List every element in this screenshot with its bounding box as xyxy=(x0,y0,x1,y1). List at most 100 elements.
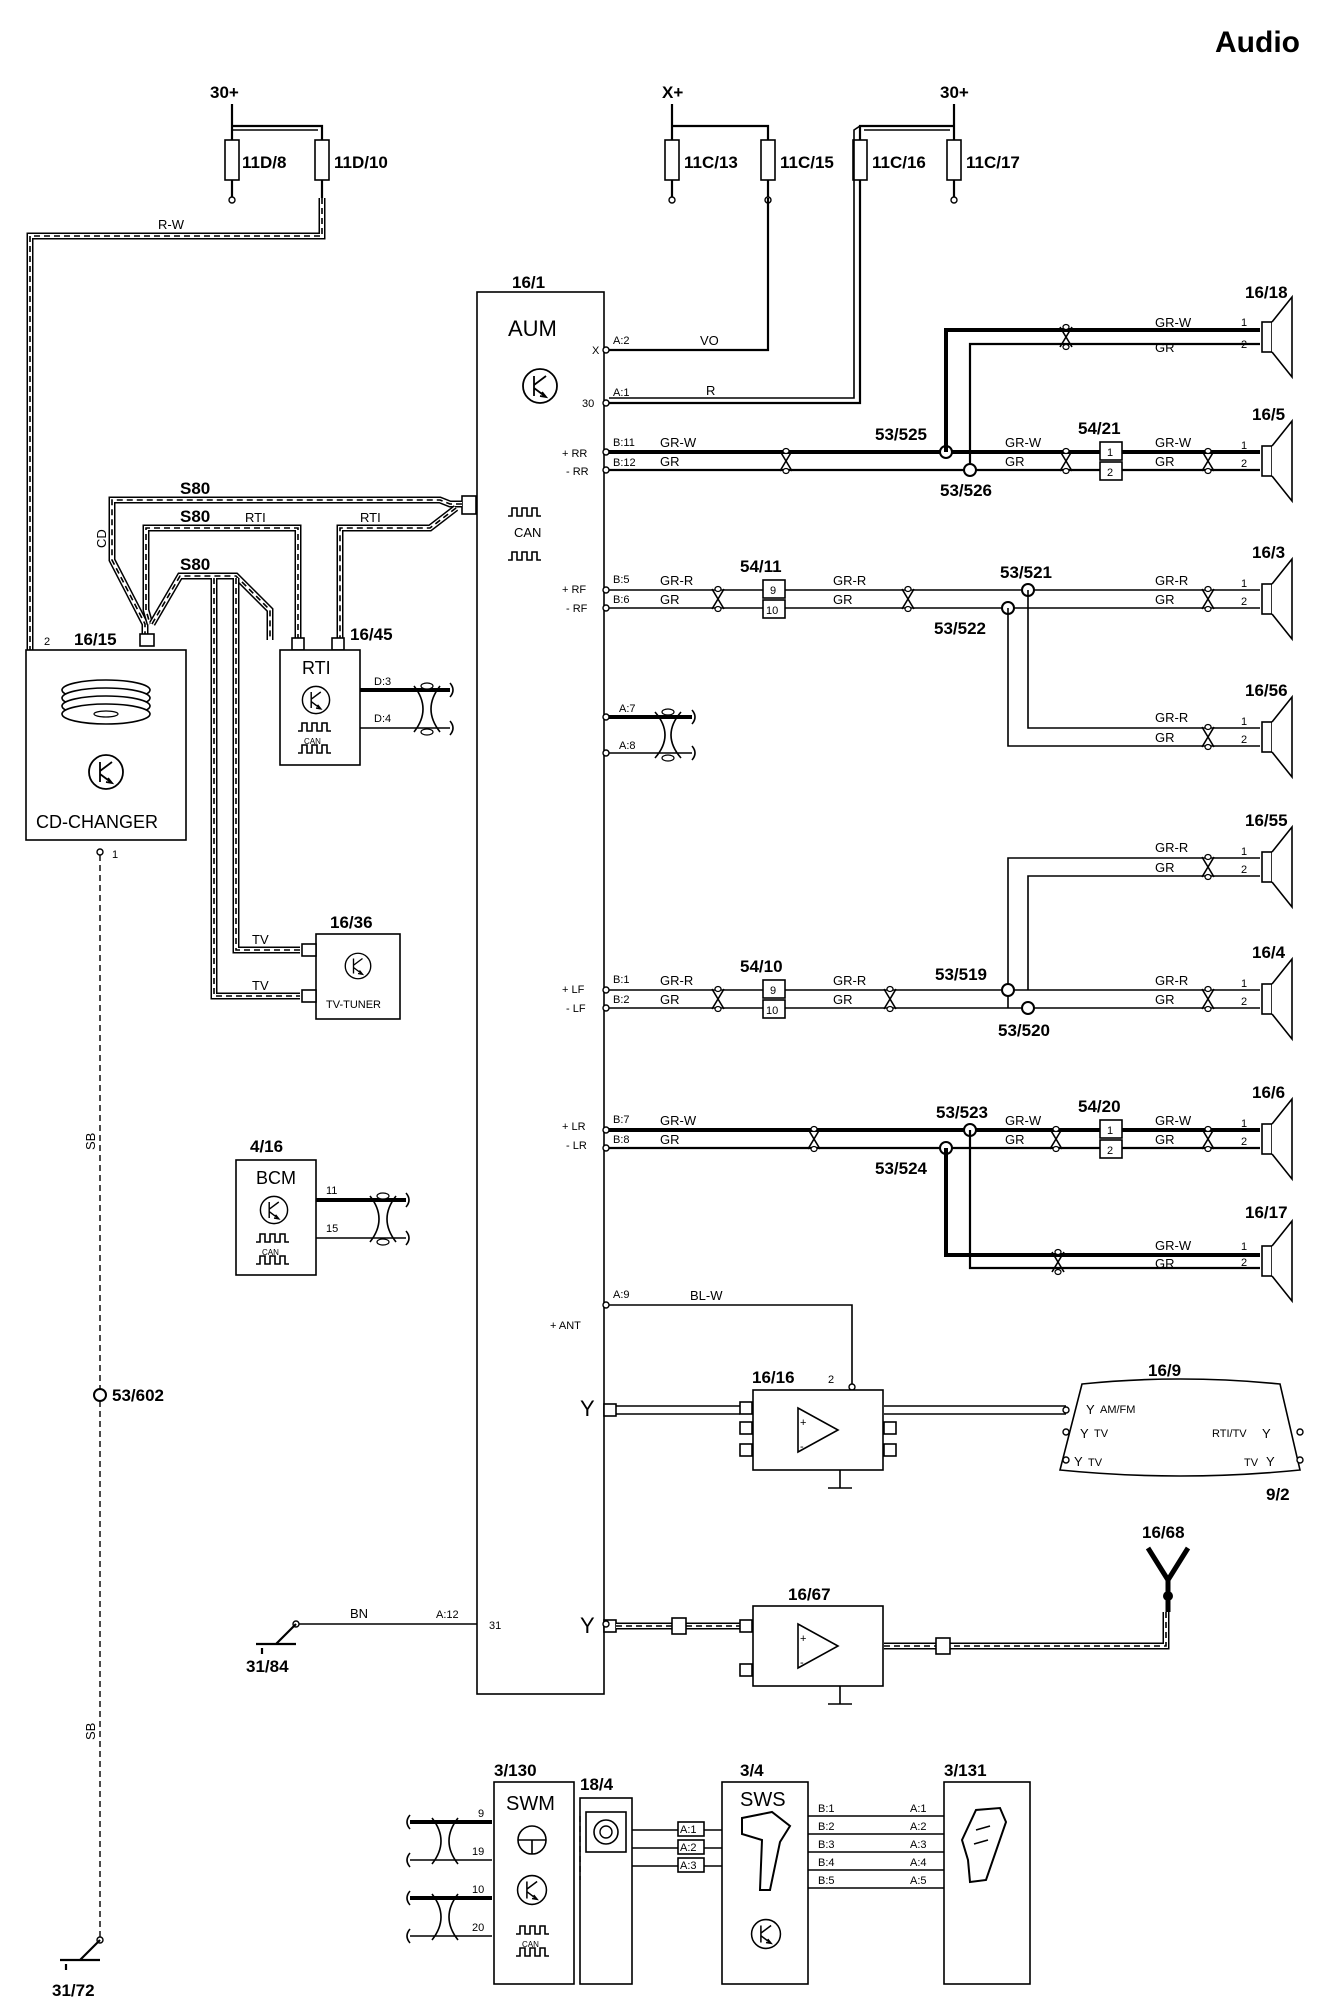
speaker-16-18: 16/18 1 2 xyxy=(1241,283,1293,378)
aum-plus-rf: + RF xyxy=(562,584,586,596)
supply-30-right: 30+ xyxy=(940,83,969,102)
speaker-ref-16-3: 16/3 xyxy=(1252,543,1285,562)
aum-minus-rr: - RR xyxy=(566,466,589,478)
svg-text:1: 1 xyxy=(1241,317,1247,329)
tv-tuner-name: TV-TUNER xyxy=(326,999,381,1011)
rf-wire-gr-r: GR-R xyxy=(660,573,693,588)
ground-31-72: 31/72 xyxy=(52,1981,95,2000)
lf-wire2-gr-r: GR-R xyxy=(833,973,866,988)
wire-vo: VO xyxy=(700,333,719,348)
speaker-ref-16-5: 16/5 xyxy=(1252,405,1285,424)
bcm-transistor-icon xyxy=(259,1195,289,1225)
sws2-pin-a3: A:3 xyxy=(910,1839,927,1851)
amp2-triangle-icon xyxy=(752,1605,884,1687)
speaker-16-3: 16/3 12 xyxy=(1241,543,1293,640)
aum-minus-lr: - LR xyxy=(566,1140,587,1152)
sws-pin-a3: A:3 xyxy=(680,1860,697,1872)
pin-b2: B:2 xyxy=(613,994,630,1006)
sws-name: SWS xyxy=(740,1789,786,1811)
wire-bl-w: BL-W xyxy=(690,1288,723,1303)
lr-wire-gr: GR xyxy=(660,1132,680,1147)
sws2-pin-a4: A:4 xyxy=(910,1857,927,1869)
sws-pin-b3: B:3 xyxy=(818,1839,835,1851)
speaker-ref-16-4: 16/4 xyxy=(1252,943,1286,962)
window-antenna-tv-2: TV xyxy=(1088,1457,1103,1469)
connector-54-21: 54/21 xyxy=(1078,419,1121,438)
wire-16-18-gr: GR xyxy=(1155,340,1175,355)
pin-b12: B:12 xyxy=(613,457,636,469)
pin-b6: B:6 xyxy=(613,594,630,606)
speaker-16-6: 16/6 12 xyxy=(1241,1083,1293,1180)
swm-pin-20: 20 xyxy=(472,1922,484,1934)
bcm-module: 4/16 BCM CAN 11 15 xyxy=(235,1137,410,1276)
svg-text:1: 1 xyxy=(1241,716,1247,728)
svg-text:Y: Y xyxy=(1074,1454,1083,1469)
speaker-16-56: 16/56 12 xyxy=(1241,681,1293,778)
lf-wire2-gr: GR xyxy=(833,992,853,1007)
window-antenna-tv-3: TV xyxy=(1244,1457,1259,1469)
wire-rti-2: RTI xyxy=(245,510,266,525)
svg-text:1: 1 xyxy=(1241,578,1247,590)
roof-antenna-ref: 16/68 xyxy=(1142,1523,1185,1542)
rf-wire2-gr-r: GR-R xyxy=(833,573,866,588)
aum-can-label: CAN xyxy=(514,525,541,540)
fuse-11d10: 11D/10 xyxy=(334,153,388,172)
window-antenna-sub-ref: 9/2 xyxy=(1266,1485,1290,1504)
speaker-ref-16-18: 16/18 xyxy=(1245,283,1288,302)
aum-plus-lr: + LR xyxy=(562,1121,586,1133)
ground-31-84-group: A:12 BN 31/84 xyxy=(246,1606,610,1676)
cd-changer-name: CD-CHANGER xyxy=(36,812,158,832)
swm-can: CAN xyxy=(522,1940,539,1949)
speaker-16-3-icon xyxy=(1261,558,1293,640)
pin-b8: B:8 xyxy=(613,1134,630,1146)
fuse-11c15: 11C/15 xyxy=(780,153,834,172)
swm-pin-10: 10 xyxy=(472,1884,484,1896)
pin-a1: A:1 xyxy=(613,387,630,399)
aum-plus-rr: + RR xyxy=(562,448,587,460)
sws2-pin-a1: A:1 xyxy=(910,1803,927,1815)
window-antenna-tv-1: TV xyxy=(1094,1428,1109,1440)
connector-54-20: 54/20 xyxy=(1078,1097,1121,1116)
antenna-symbol-1: Y xyxy=(580,1396,595,1421)
svg-text:2: 2 xyxy=(1241,339,1247,351)
rti-pin-d4: D:4 xyxy=(374,713,391,725)
aum-minus-rf: - RF xyxy=(566,603,588,615)
harness-s80-2: S80 xyxy=(180,507,210,526)
splice-53-523: 53/523 xyxy=(936,1103,988,1122)
tv-tuner-transistor-icon xyxy=(344,952,372,980)
speaker-16-6-icon xyxy=(1261,1098,1293,1180)
aum-30-label: 30 xyxy=(582,398,594,410)
splice-53-602: 53/602 xyxy=(112,1386,164,1405)
bcm-pin-15: 15 xyxy=(326,1223,338,1235)
svg-text:2: 2 xyxy=(1241,996,1247,1008)
cd-pin-1: 1 xyxy=(112,849,118,861)
splice-53-521: 53/521 xyxy=(1000,563,1052,582)
svg-text:2: 2 xyxy=(1241,734,1247,746)
supply-30-left: 30+ xyxy=(210,83,239,102)
pin-b5: B:5 xyxy=(613,574,630,586)
conn-54-20-pin-2: 2 xyxy=(1107,1145,1113,1157)
splice-53-520: 53/520 xyxy=(998,1021,1050,1040)
sws-pin-b5: B:5 xyxy=(818,1875,835,1887)
cd-pin-2: 2 xyxy=(44,636,50,648)
sws-pin-b4: B:4 xyxy=(818,1857,835,1869)
steering-wheel-group: 3/130 SWM CAN 9 19 10 20 18/4 A:1 A:2 xyxy=(406,1761,1031,1985)
rr-wire3-gr-w: GR-W xyxy=(1155,435,1192,450)
bcm-ref: 4/16 xyxy=(250,1137,283,1156)
wire-tv-1: TV xyxy=(252,932,269,947)
bcm-name: BCM xyxy=(256,1168,296,1188)
aum-plus-lf: + LF xyxy=(562,984,585,996)
page-title: Audio xyxy=(1215,26,1300,59)
wire-16-55-gr-r: GR-R xyxy=(1155,840,1188,855)
speaker-16-5-icon xyxy=(1261,420,1293,502)
amp1-triangle-icon xyxy=(752,1389,884,1471)
splice-53-519: 53/519 xyxy=(935,965,987,984)
speakers: 16/18 12 16/5 12 16/3 12 16/56 12 16/55 … xyxy=(1241,283,1293,1302)
wire-16-55-gr: GR xyxy=(1155,860,1175,875)
svg-text:+: + xyxy=(800,1417,806,1429)
rti-ref: 16/45 xyxy=(350,625,393,644)
connector-54-11: 54/11 xyxy=(740,557,782,576)
power-supply: 30+ X+ 30+ 11D/8 11D/10 11C/13 11C/15 11… xyxy=(210,83,1020,204)
svg-text:-: - xyxy=(800,1441,804,1453)
